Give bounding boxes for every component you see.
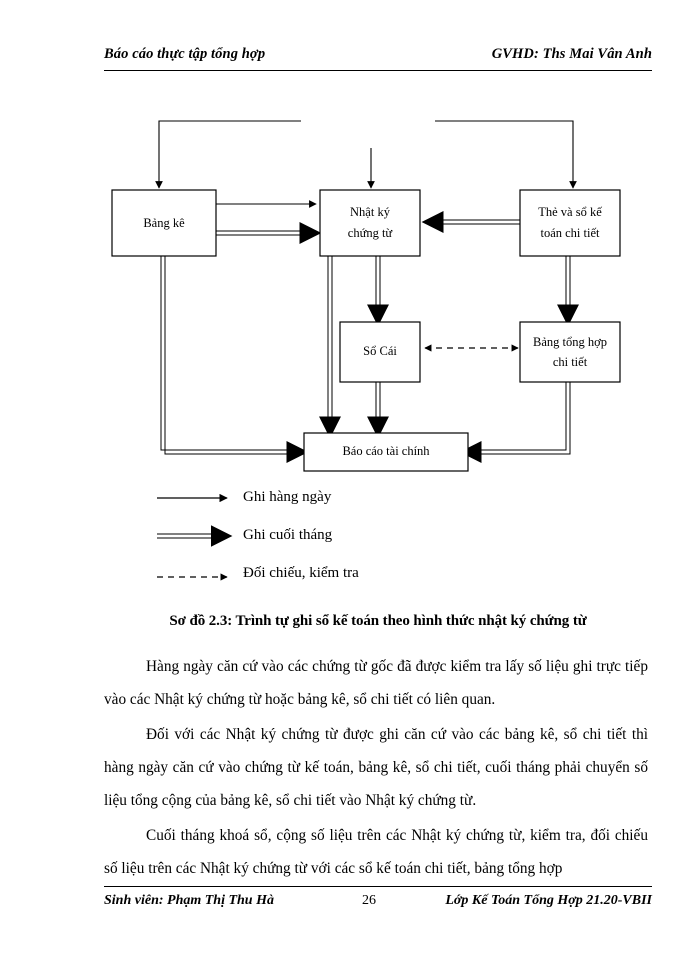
paragraph-3: Cuối tháng khoá sổ, cộng số liệu trên cá…: [104, 827, 648, 877]
legend-item-reconcile: Đối chiếu, kiểm tra: [155, 563, 575, 601]
box-bang-ke: Bảng kê: [111, 189, 217, 257]
header-right-text: GVHD: Ths Mai Vân Anh: [491, 46, 652, 62]
legend-item-daily: Ghi hàng ngày: [155, 487, 575, 525]
header-left-text: Báo cáo thực tập tổng hợp: [104, 46, 266, 62]
connector-top-right: [435, 120, 577, 189]
footer-left-text: Sinh viên: Phạm Thị Thu Hà: [104, 893, 274, 908]
box-bao-cao-tai-chinh: Báo cáo tài chính: [303, 432, 469, 472]
connector-theso-to-nhatky: [421, 210, 522, 234]
box-nhat-ky-chung-tu: Nhật ký chứng từ: [319, 189, 421, 257]
page-number: 26: [362, 893, 376, 908]
header-divider: [104, 70, 652, 71]
connector-bangtonghop-to-baocao: [459, 382, 571, 464]
connector-top-left: [155, 120, 301, 189]
paragraph-2: Đối với các Nhật ký chứng từ được ghi că…: [104, 726, 648, 809]
page-footer: Sinh viên: Phạm Thị Thu Hà 26 Lớp Kế Toá…: [104, 893, 652, 909]
connector-bangke-to-baocao: [160, 256, 309, 464]
connector-nhatky-to-socai: [366, 256, 390, 327]
box-bang-tong-hop: Bảng tổng hợp chi tiết: [519, 321, 621, 383]
thin-arrow-icon: [157, 493, 228, 503]
legend-item-monthly: Ghi cuối tháng: [155, 525, 575, 563]
legend-label-monthly: Ghi cuối tháng: [243, 527, 333, 543]
box-bang-ke-label: Bảng kê: [143, 216, 185, 230]
legend-label-reconcile: Đối chiếu, kiểm tra: [243, 565, 359, 581]
flow-diagram: Bang tong hop : dashed both ways ---- --…: [0, 100, 700, 500]
connector-bangke-to-nhatky-thick: [216, 221, 322, 245]
footer-divider: [104, 886, 652, 887]
body-text: Hàng ngày căn cứ vào các chứng từ gốc đã…: [104, 650, 648, 887]
legend-label-daily: Ghi hàng ngày: [243, 489, 332, 505]
dashed-arrow-icon: [157, 573, 228, 581]
connector-nhatky-to-baocao: [318, 256, 342, 439]
connector-theso-to-bangtonghop: [556, 256, 580, 327]
box-nhat-ky-line2: chứng từ: [348, 226, 394, 240]
page-header: Báo cáo thực tập tổng hợp GVHD: Ths Mai …: [104, 46, 652, 63]
box-so-cai: Sổ Cái: [339, 321, 421, 383]
box-nhat-ky-line1: Nhật ký: [350, 205, 391, 219]
box-the-va-so-line1: Thẻ và sổ kế: [538, 205, 602, 219]
box-so-cai-label: Sổ Cái: [363, 344, 397, 358]
box-the-va-so-ke-toan: Thẻ và sổ kế toán chi tiết: [519, 189, 621, 257]
box-bang-tong-hop-line1: Bảng tổng hợp: [533, 335, 607, 349]
box-bang-tong-hop-line2: chi tiết: [553, 355, 588, 369]
thick-arrow-icon: [157, 525, 233, 547]
box-bao-cao-label: Báo cáo tài chính: [342, 444, 430, 458]
paragraph-1: Hàng ngày căn cứ vào các chứng từ gốc đã…: [104, 658, 648, 708]
figure-caption: Sơ đồ 2.3: Trình tự ghi sổ kế toán theo …: [169, 613, 587, 629]
diagram-legend: Ghi hàng ngày Ghi cuối tháng: [155, 487, 575, 601]
box-the-va-so-line2: toán chi tiết: [540, 226, 600, 240]
connector-socai-to-baocao: [366, 382, 390, 439]
footer-right-text: Lớp Kế Toán Tổng Hợp 21.20-VBII: [445, 893, 652, 908]
